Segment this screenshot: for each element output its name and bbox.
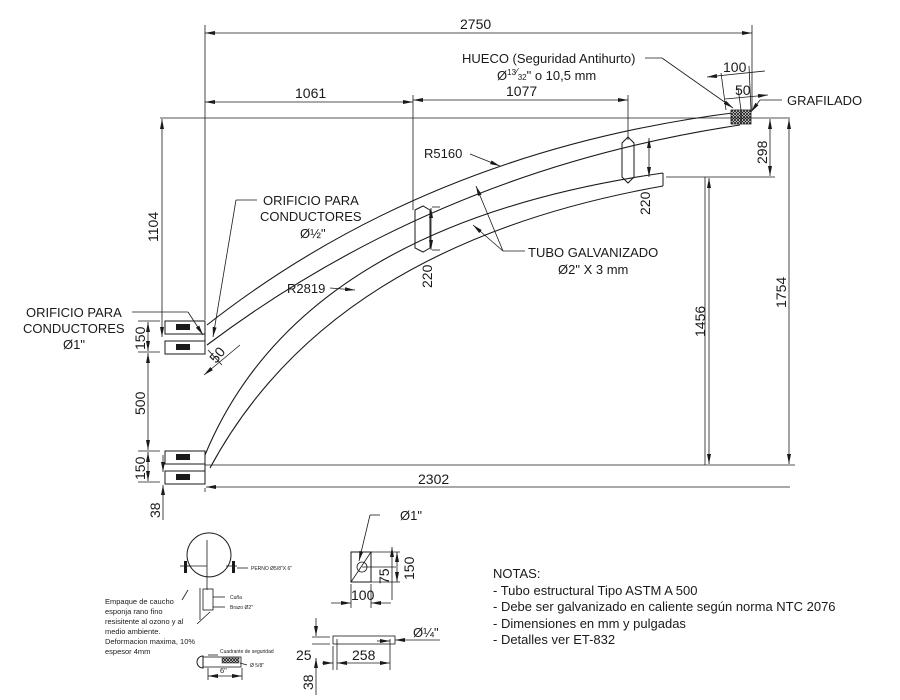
orificio-large-line2: CONDUCTORES (23, 321, 125, 336)
plate-width: 100 (351, 587, 375, 603)
perno-label: PERNO Ø5/8"X 6" (251, 566, 292, 572)
dim-150-lower: 150 (132, 456, 148, 480)
lower-clamps (164, 450, 206, 485)
note-item: - Tubo estructural Tipo ASTM A 500 (493, 582, 698, 598)
cuna-label: Cuña (230, 595, 242, 601)
dim-500: 500 (132, 391, 148, 415)
radius-inner: R2819 (287, 281, 325, 296)
upper-clamps (164, 320, 206, 355)
dim-1456: 1456 (692, 306, 708, 337)
dim-1104: 1104 (145, 212, 161, 242)
dim-38: 38 (147, 502, 163, 518)
bolt-detail (196, 654, 248, 680)
orificio-large-line1: ORIFICIO PARA (26, 305, 122, 320)
orificio-large-diameter: Ø1" (63, 337, 85, 352)
svg-text:medio ambiente.: medio ambiente. (105, 627, 160, 636)
tubo-label-line1: TUBO GALVANIZADO (528, 245, 658, 260)
note-item: - Debe ser galvanizado en caliente según… (493, 599, 836, 614)
hueco-diameter: Ø13⁄32" o 10,5 mm (497, 67, 596, 83)
bolt-diameter: Ø 5/8" (250, 663, 264, 669)
radius-outer: R5160 (424, 146, 462, 161)
svg-text:esponja rano fino: esponja rano fino (105, 607, 163, 616)
plate-hole-diameter: Ø1" (400, 508, 422, 523)
dim-220-a: 220 (419, 264, 435, 288)
pin-offset-b: 38 (300, 674, 316, 690)
dim-100: 100 (723, 59, 747, 75)
extension-lines (160, 25, 795, 492)
dim-50: 50 (735, 82, 751, 98)
dim-1077: 1077 (506, 83, 537, 99)
brace-2 (621, 136, 635, 184)
dim-50-end: 50 (206, 344, 228, 366)
dim-2302: 2302 (418, 471, 449, 487)
plate-hole-center: 75 (376, 568, 392, 584)
dim-150-upper: 150 (132, 326, 148, 350)
dim-220-b: 220 (637, 191, 653, 215)
note-item: - Dimensiones en mm y pulgadas (493, 615, 686, 631)
brace-1 (414, 205, 431, 253)
brazo-label: Brazo Ø2" (230, 605, 253, 611)
cuadrante-label: Cuadrante de seguridad (220, 649, 274, 655)
dim-298: 298 (754, 140, 770, 164)
orificio-small-diameter: Ø½" (300, 226, 326, 241)
upper-arm-tube (206, 111, 741, 346)
empaque-text: Empaque de caucho esponja rano fino resi… (105, 597, 195, 656)
pin-diameter: Ø¼" (413, 625, 439, 640)
hueco-label: HUECO (Seguridad Antihurto) (462, 51, 635, 66)
clamp-detail (180, 532, 248, 625)
lower-arm-tube (204, 172, 664, 469)
tubo-label-line2: Ø2" X 3 mm (558, 262, 628, 277)
svg-text:Deformacion maxima, 10%: Deformacion maxima, 10% (105, 637, 195, 646)
svg-text:espesor 4mm: espesor 4mm (105, 647, 150, 656)
grafilado-label: GRAFILADO (787, 93, 862, 108)
notes-block: NOTAS: - Tubo estructural Tipo ASTM A 50… (493, 566, 836, 649)
svg-text:Empaque de caucho: Empaque de caucho (105, 597, 174, 606)
pin-length: 258 (352, 647, 376, 663)
orificio-small-line2: CONDUCTORES (260, 209, 362, 224)
dim-2750: 2750 (460, 16, 491, 32)
pin-detail (312, 618, 440, 695)
pin-offset-a: 25 (296, 647, 312, 663)
dim-1754: 1754 (773, 277, 789, 308)
orificio-small-line1: ORIFICIO PARA (263, 193, 359, 208)
plate-detail (331, 514, 400, 608)
svg-text:resisitente al ozono y al: resisitente al ozono y al (105, 617, 184, 626)
dim-1061: 1061 (295, 85, 326, 101)
plate-height: 150 (401, 556, 417, 580)
note-item: - Detalles ver ET-832 (493, 632, 616, 647)
notes-title: NOTAS: (493, 566, 541, 581)
bolt-length: 6" (220, 666, 227, 675)
